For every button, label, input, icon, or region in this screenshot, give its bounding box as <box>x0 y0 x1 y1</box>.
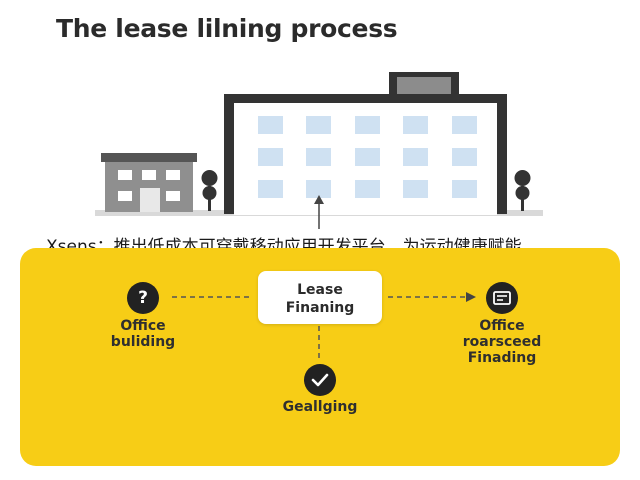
lease-financing-label: Lease Finaning <box>285 282 355 316</box>
building-windows <box>258 116 477 198</box>
window <box>355 148 380 166</box>
checkmark-icon <box>304 364 336 396</box>
document-icon <box>486 282 518 314</box>
gealling-label: Geallging <box>282 399 358 415</box>
window <box>403 116 428 134</box>
window <box>306 116 331 134</box>
connector-right-arrowhead <box>466 292 476 302</box>
tree-right <box>514 170 531 211</box>
lease-financing-box: Lease Finaning <box>258 271 382 324</box>
connector-up-arrowhead <box>314 195 324 204</box>
small-building <box>101 153 197 212</box>
window <box>452 180 477 198</box>
large-building <box>224 72 507 215</box>
window <box>306 180 331 198</box>
window <box>258 116 283 134</box>
window <box>403 148 428 166</box>
diagram-title: The lease lilning process <box>56 14 398 43</box>
office-purchased-label: Office roarsceed Finading <box>462 318 542 366</box>
question-icon: ? <box>127 282 159 314</box>
office-building-label: Office buliding <box>110 318 176 350</box>
window <box>355 180 380 198</box>
tree-left <box>201 170 218 211</box>
window <box>306 148 331 166</box>
window <box>355 116 380 134</box>
window <box>403 180 428 198</box>
window <box>258 180 283 198</box>
window <box>452 148 477 166</box>
window <box>452 116 477 134</box>
window <box>258 148 283 166</box>
